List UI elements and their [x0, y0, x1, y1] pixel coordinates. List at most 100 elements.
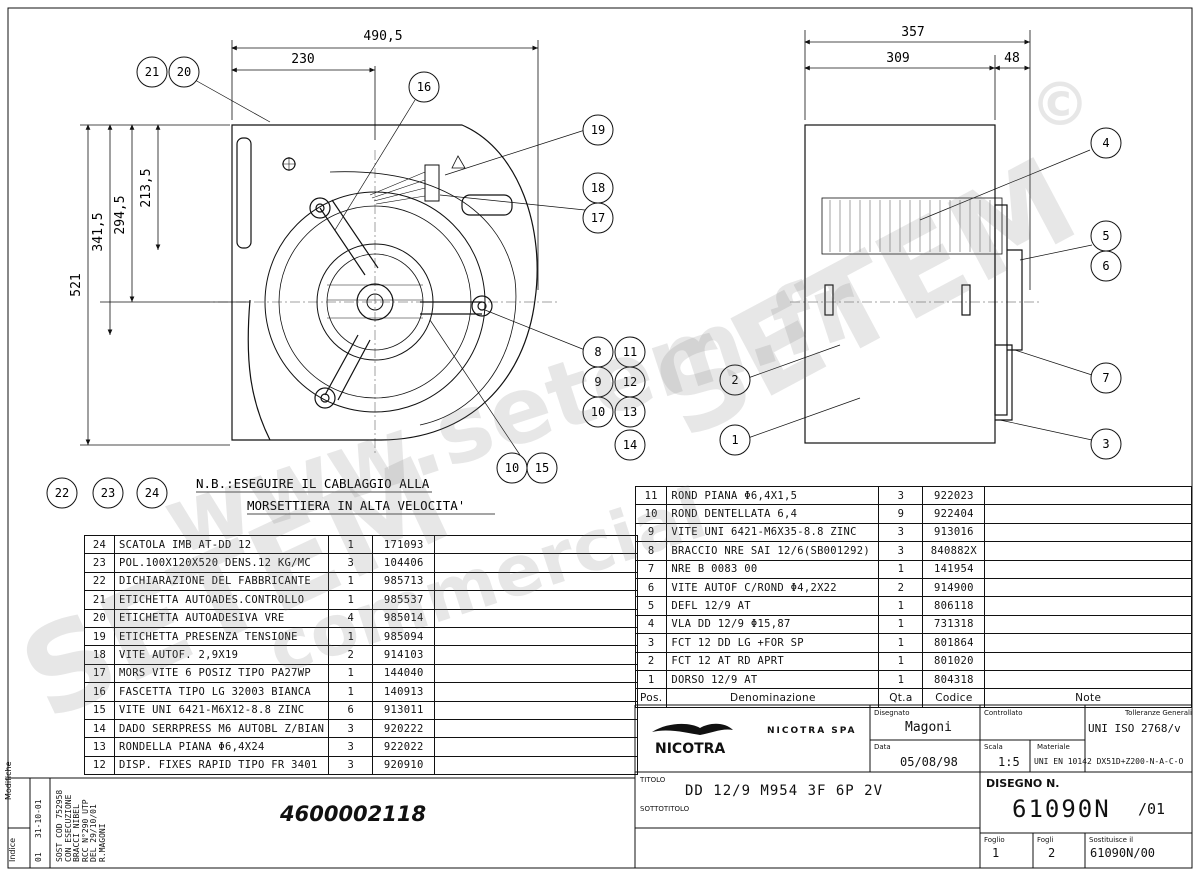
side-view [790, 124, 1040, 444]
part-number: 4600002118 [280, 802, 427, 826]
balloon-label: 7 [1102, 371, 1109, 385]
revision-text-line: R.MAGONI [97, 823, 107, 862]
rev-date: 31-10-01 [34, 799, 43, 838]
balloon-label: 10 [505, 461, 519, 475]
bom-name: NRE B 0083 00 [666, 559, 880, 579]
tolerance-value: UNI ISO 2768/v [1088, 722, 1181, 735]
bom-note [984, 485, 1192, 506]
balloon-label: 13 [623, 405, 637, 419]
balloon: 20 [168, 56, 200, 88]
bom-pos: 21 [84, 590, 115, 610]
bom-name: ETICHETTA AUTOADESIVA VRE [113, 608, 330, 628]
bom-name: MORS VITE 6 POSIZ TIPO PA27WP [113, 663, 330, 684]
bom-pos: 18 [84, 645, 115, 665]
tolerance-label: Tolleranze Generali [1125, 709, 1192, 717]
bom-pos: 17 [84, 663, 115, 684]
balloon-label: 22 [55, 486, 69, 500]
bom-note [434, 645, 638, 665]
bom-code: 104406 [372, 553, 436, 573]
dim-h1: 341,5 [91, 212, 106, 251]
bom-qty: 1 [878, 669, 924, 690]
bom-note [434, 534, 638, 555]
nicotra-logo [652, 723, 733, 735]
balloon: 7 [1090, 362, 1122, 394]
balloon-label: 24 [145, 486, 159, 500]
balloon: 5 [1090, 220, 1122, 252]
balloon-label: 19 [591, 123, 605, 137]
bom-name: FASCETTA TIPO LG 32003 BIANCA [113, 682, 330, 702]
bom-code: 171093 [372, 534, 436, 555]
bom-qty: 1 [328, 682, 374, 702]
modifiche-label: Modifiche [4, 761, 13, 800]
bom-name: DICHIARAZIONE DEL FABBRICANTE [113, 571, 330, 592]
bom-pos: 14 [84, 718, 115, 739]
dim-side-partial: 309 [886, 51, 909, 66]
replaces-value: 61090N/00 [1090, 846, 1156, 860]
bom-code: 801020 [922, 651, 986, 671]
bom-name: ETICHETTA AUTOADES.CONTROLLO [113, 590, 330, 610]
bom-name: DEFL 12/9 AT [666, 596, 880, 616]
bom-qty: 1 [878, 559, 924, 579]
bom-code: 920910 [372, 755, 436, 776]
balloon-label: 3 [1102, 437, 1109, 451]
bom-code: 985014 [372, 608, 436, 628]
indice-label: Indice [8, 837, 17, 862]
balloon-label: 23 [101, 486, 115, 500]
bom-code: 840882X [922, 541, 986, 561]
balloon: 22 [46, 477, 78, 509]
bom-name: FCT 12 AT RD APRT [666, 651, 880, 671]
bom-note [434, 682, 638, 702]
scale-label: Scala [984, 743, 1003, 751]
bom-pos: 16 [84, 682, 115, 702]
bom-name: DORSO 12/9 AT [666, 669, 880, 690]
bom-pos: 7 [634, 559, 668, 579]
bom-qty: 3 [328, 755, 374, 776]
side-dimensions [804, 30, 1031, 290]
bom-qty: 1 [878, 614, 924, 635]
bom-name: ROND DENTELLATA 6,4 [666, 504, 880, 524]
header-note: Note [984, 688, 1192, 708]
balloon: 12 [614, 366, 646, 398]
bom-note [984, 651, 1192, 671]
dim-side-width: 357 [901, 25, 924, 40]
bom-qty: 3 [328, 737, 374, 757]
bom-note [434, 590, 638, 610]
balloon-label: 9 [594, 375, 601, 389]
bom-name: SCATOLA IMB AT-DD 12 [113, 534, 330, 555]
bom-name: VLA DD 12/9 Φ15,87 [666, 614, 880, 635]
drawing-number: 61090N [1012, 795, 1111, 823]
bom-note [984, 633, 1192, 653]
bom-qty: 1 [328, 663, 374, 684]
bom-code: 922023 [922, 485, 986, 506]
sheets-value: 2 [1048, 846, 1056, 860]
bom-code: 985713 [372, 571, 436, 592]
bom-note [434, 608, 638, 628]
replaces-label: Sostituisce il [1089, 836, 1134, 844]
bom-pos: 13 [84, 737, 115, 757]
bom-pos: 19 [84, 626, 115, 647]
bom-name: ETICHETTA PRESENZA TENSIONE [113, 626, 330, 647]
bom-note [434, 571, 638, 592]
revision-number: /01 [1138, 800, 1166, 818]
bom-note [434, 718, 638, 739]
bom-pos: 5 [634, 596, 668, 616]
sheet-value: 1 [992, 846, 1000, 860]
bom-pos: 6 [634, 577, 668, 598]
bom-note [984, 522, 1192, 543]
bom-note [984, 504, 1192, 524]
bom-pos: 3 [634, 633, 668, 653]
